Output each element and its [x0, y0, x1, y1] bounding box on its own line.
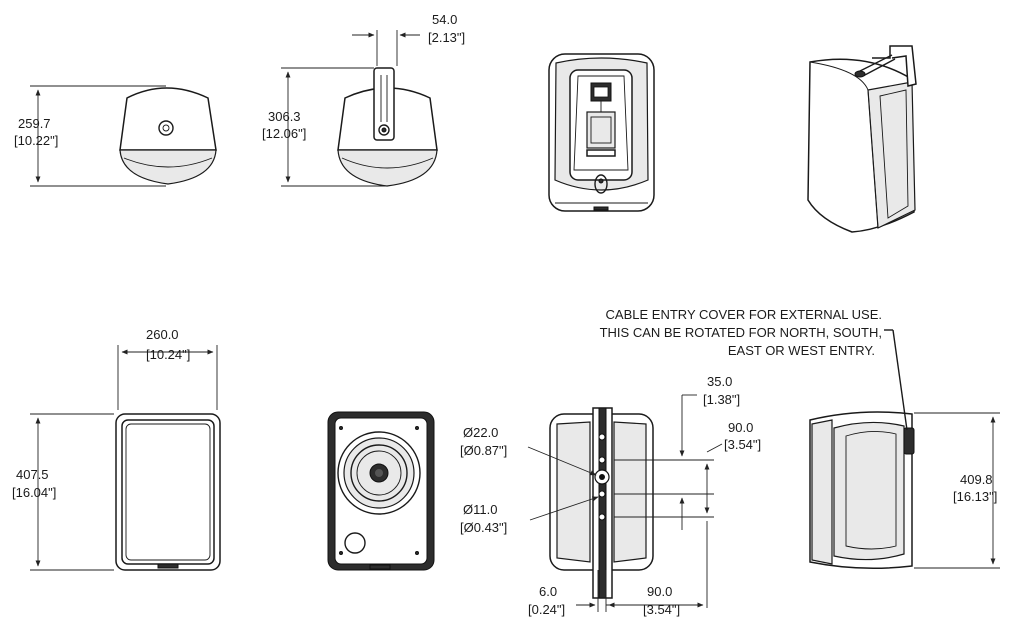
dim-label-in: [10.24"] [146, 347, 190, 362]
note-line-1: CABLE ENTRY COVER FOR EXTERNAL USE. [606, 307, 882, 322]
dim-label-in: [16.04"] [12, 485, 56, 500]
dim-bracket-thickness: 6.0 [0.24"] 90.0 [3.54"] [528, 570, 704, 617]
dim-bracket-height: 306.3 [12.06"] [262, 67, 387, 187]
dim-label-in: [16.13"] [953, 489, 997, 504]
top-view-bracket [337, 67, 438, 187]
dim-label-in: [10.22"] [14, 133, 58, 148]
dim-label-mm: Ø22.0 [463, 425, 498, 440]
dim-top-height: 259.7 [10.22"] [14, 85, 166, 187]
dim-bracket-width: 54.0 [2.13"] [352, 12, 465, 66]
note-line-3: EAST OR WEST ENTRY. [728, 343, 875, 358]
top-view [119, 87, 217, 185]
dim-label-mm: 6.0 [539, 584, 557, 599]
dim-front-width: 260.0 [10.24"] [117, 327, 218, 410]
dim-front-height: 407.5 [16.04"] [12, 413, 114, 571]
dim-label-mm: 407.5 [16, 467, 49, 482]
dim-label-mm: 306.3 [268, 109, 301, 124]
rear-bracket-view [549, 407, 654, 599]
note-line-2: THIS CAN BE ROTATED FOR NORTH, SOUTH, [600, 325, 882, 340]
dim-label-in: [0.24"] [528, 602, 565, 617]
dim-hole-spacing: 35.0 [1.38"] 90.0 [3.54"] [614, 374, 761, 608]
cable-entry-note: CABLE ENTRY COVER FOR EXTERNAL USE. THIS… [600, 307, 882, 358]
dim-label-in: [12.06"] [262, 126, 306, 141]
dim-label-in: [Ø0.87"] [460, 443, 507, 458]
dim-label-in: [2.13"] [428, 30, 465, 45]
dim-label-in: [Ø0.43"] [460, 520, 507, 535]
dim-hole-diameters: Ø22.0 [Ø0.87"] Ø11.0 [Ø0.43"] [460, 425, 599, 535]
rear-view [548, 53, 655, 212]
dim-label-in: [3.54"] [643, 602, 680, 617]
dim-label-mm: 35.0 [707, 374, 732, 389]
front-view-grille [115, 413, 221, 571]
dim-label-in: [1.38"] [703, 392, 740, 407]
dim-label-in: [3.54"] [724, 437, 761, 452]
isometric-view [807, 45, 917, 233]
dim-label-mm: 260.0 [146, 327, 179, 342]
dim-side-height: 409.8 [16.13"] [914, 412, 1000, 569]
front-view-driver [327, 411, 435, 571]
dim-label-mm: 409.8 [960, 472, 993, 487]
dim-label-mm: 54.0 [432, 12, 457, 27]
side-view [809, 329, 915, 569]
dim-label-mm: Ø11.0 [463, 502, 497, 517]
dim-label-mm: 90.0 [728, 420, 753, 435]
dim-label-mm: 90.0 [647, 584, 672, 599]
dim-label-mm: 259.7 [18, 116, 51, 131]
